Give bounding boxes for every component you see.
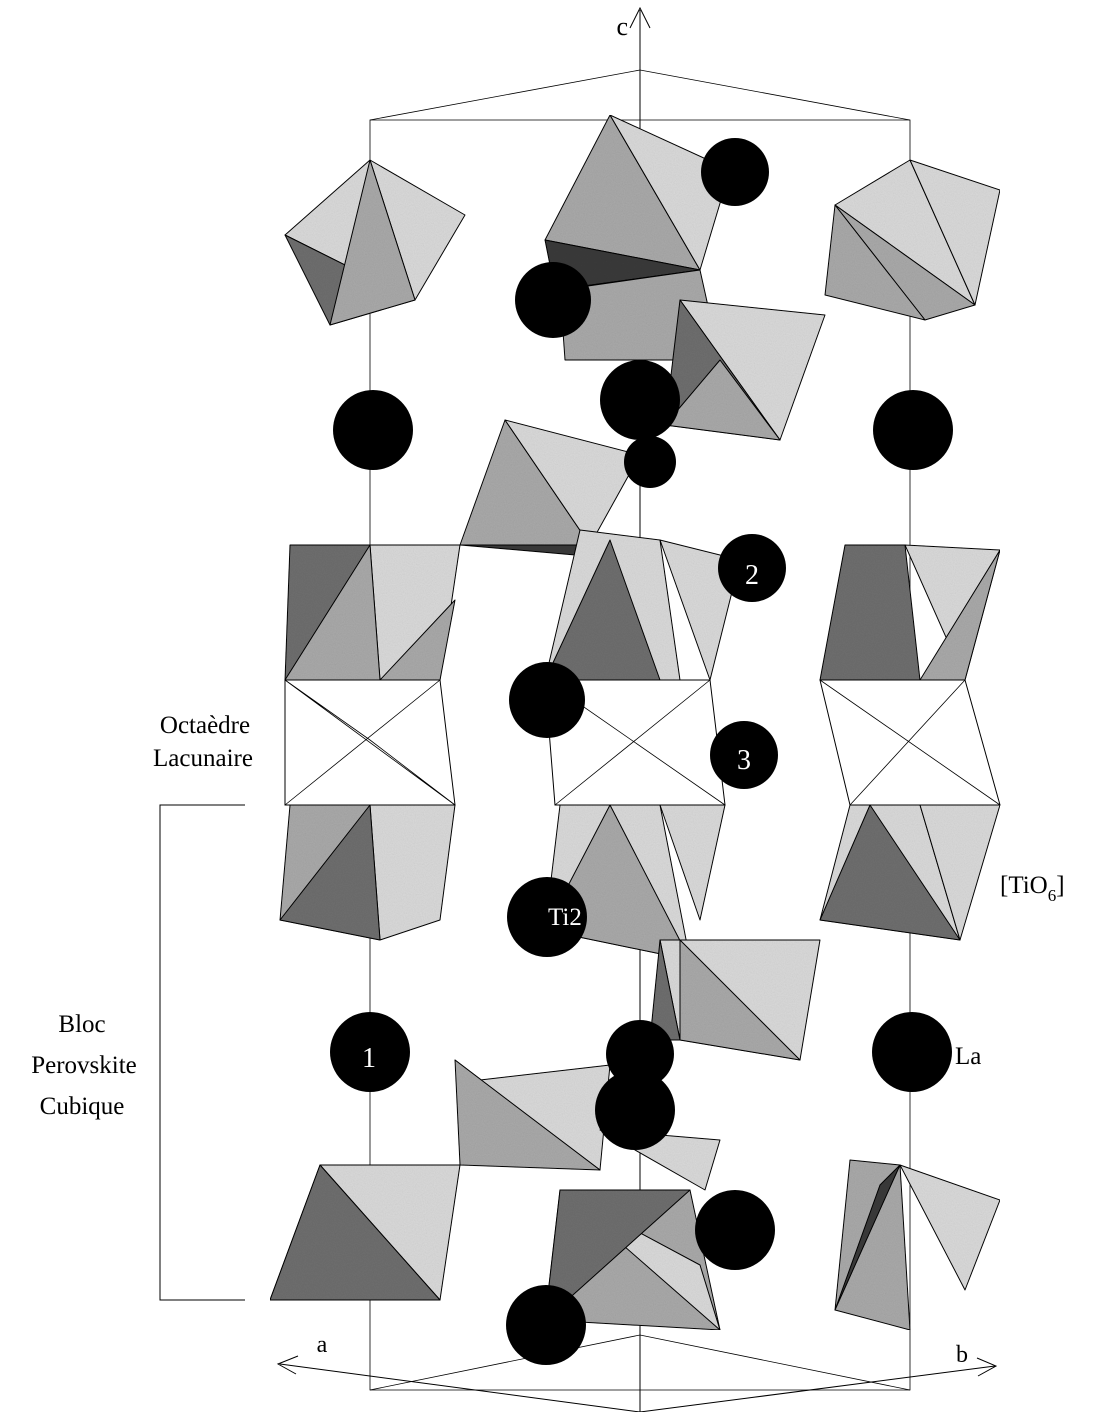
octahedron-2-face-2: [824, 204, 926, 321]
la-atom-7: [509, 662, 585, 738]
la-atom-0: [701, 138, 769, 206]
octahedron-8-face-2: [279, 804, 381, 941]
bloc-label-line2: Perovskite: [31, 1052, 137, 1079]
octahedron-12-face-2: [454, 1059, 601, 1171]
octahedron-3-face-3: [664, 359, 781, 441]
ti1-label: Ti1: [680, 1052, 714, 1079]
octahedron-11-face-2: [679, 939, 801, 1061]
atom-3-label: 3: [737, 745, 751, 776]
la-atom-2: [600, 360, 680, 440]
la-atom-6: [718, 534, 786, 602]
octahedron-15-face-1: [899, 1164, 1001, 1291]
atom-1-label: 1: [362, 1043, 376, 1074]
octahedron-14-face-2: [544, 1189, 691, 1321]
octahedron-7-face-0: [819, 544, 921, 681]
octahedron-4-face-2: [459, 544, 591, 556]
ti2-label: Ti2: [548, 904, 582, 931]
a-axis-arrow: [276, 1355, 299, 1375]
la-atom-8: [710, 721, 778, 789]
la-atom-14: [695, 1190, 775, 1270]
la-atom-12: [872, 1012, 952, 1092]
c-axis-arrow: [629, 6, 651, 29]
la-atom-1: [515, 262, 591, 338]
la-atom-9: [507, 877, 587, 957]
octahedron-2-face-3: [909, 159, 1001, 306]
la-atom-10: [606, 1020, 674, 1088]
la-atom-5: [873, 390, 953, 470]
octahedron-1-face-1: [609, 114, 731, 271]
a-axis-label: a: [317, 1332, 328, 1358]
b-axis-label: b: [956, 1342, 968, 1368]
la-atom-3: [624, 436, 676, 488]
la-atom-15: [506, 1285, 586, 1365]
octaedre-label-line2: Lacunaire: [153, 745, 253, 772]
octahedron-15-face-0: [834, 1159, 911, 1331]
octahedron-4-face-1: [504, 419, 641, 546]
tio6-label: [TiO6]: [1000, 872, 1065, 905]
octahedron-15-face-2: [834, 1164, 901, 1311]
octaedre-label-line1: Octaèdre: [160, 712, 250, 739]
la-atoms: [330, 138, 953, 1365]
c-axis-label: c: [616, 12, 628, 41]
a-axis-line: [279, 1363, 641, 1412]
octahedron-0-face-3: [329, 159, 416, 326]
octahedron-13-face-2: [269, 1164, 441, 1301]
b-axis-arrow: [976, 1357, 998, 1377]
vacant-octahedra: [284, 679, 1001, 806]
bloc-label-line1: Bloc: [58, 1011, 105, 1038]
octahedron-10-face-1: [819, 804, 961, 941]
b-axis-line: [639, 1365, 996, 1412]
la-atom-4: [333, 390, 413, 470]
la-atom-11: [330, 1012, 410, 1092]
octahedron-8-face-1: [369, 804, 456, 941]
la-label: La: [955, 1043, 981, 1070]
perovskite-bracket: [159, 804, 245, 1301]
la-atom-13: [595, 1070, 675, 1150]
atom-2-label: 2: [745, 560, 759, 591]
bloc-label-line3: Cubique: [40, 1093, 125, 1120]
